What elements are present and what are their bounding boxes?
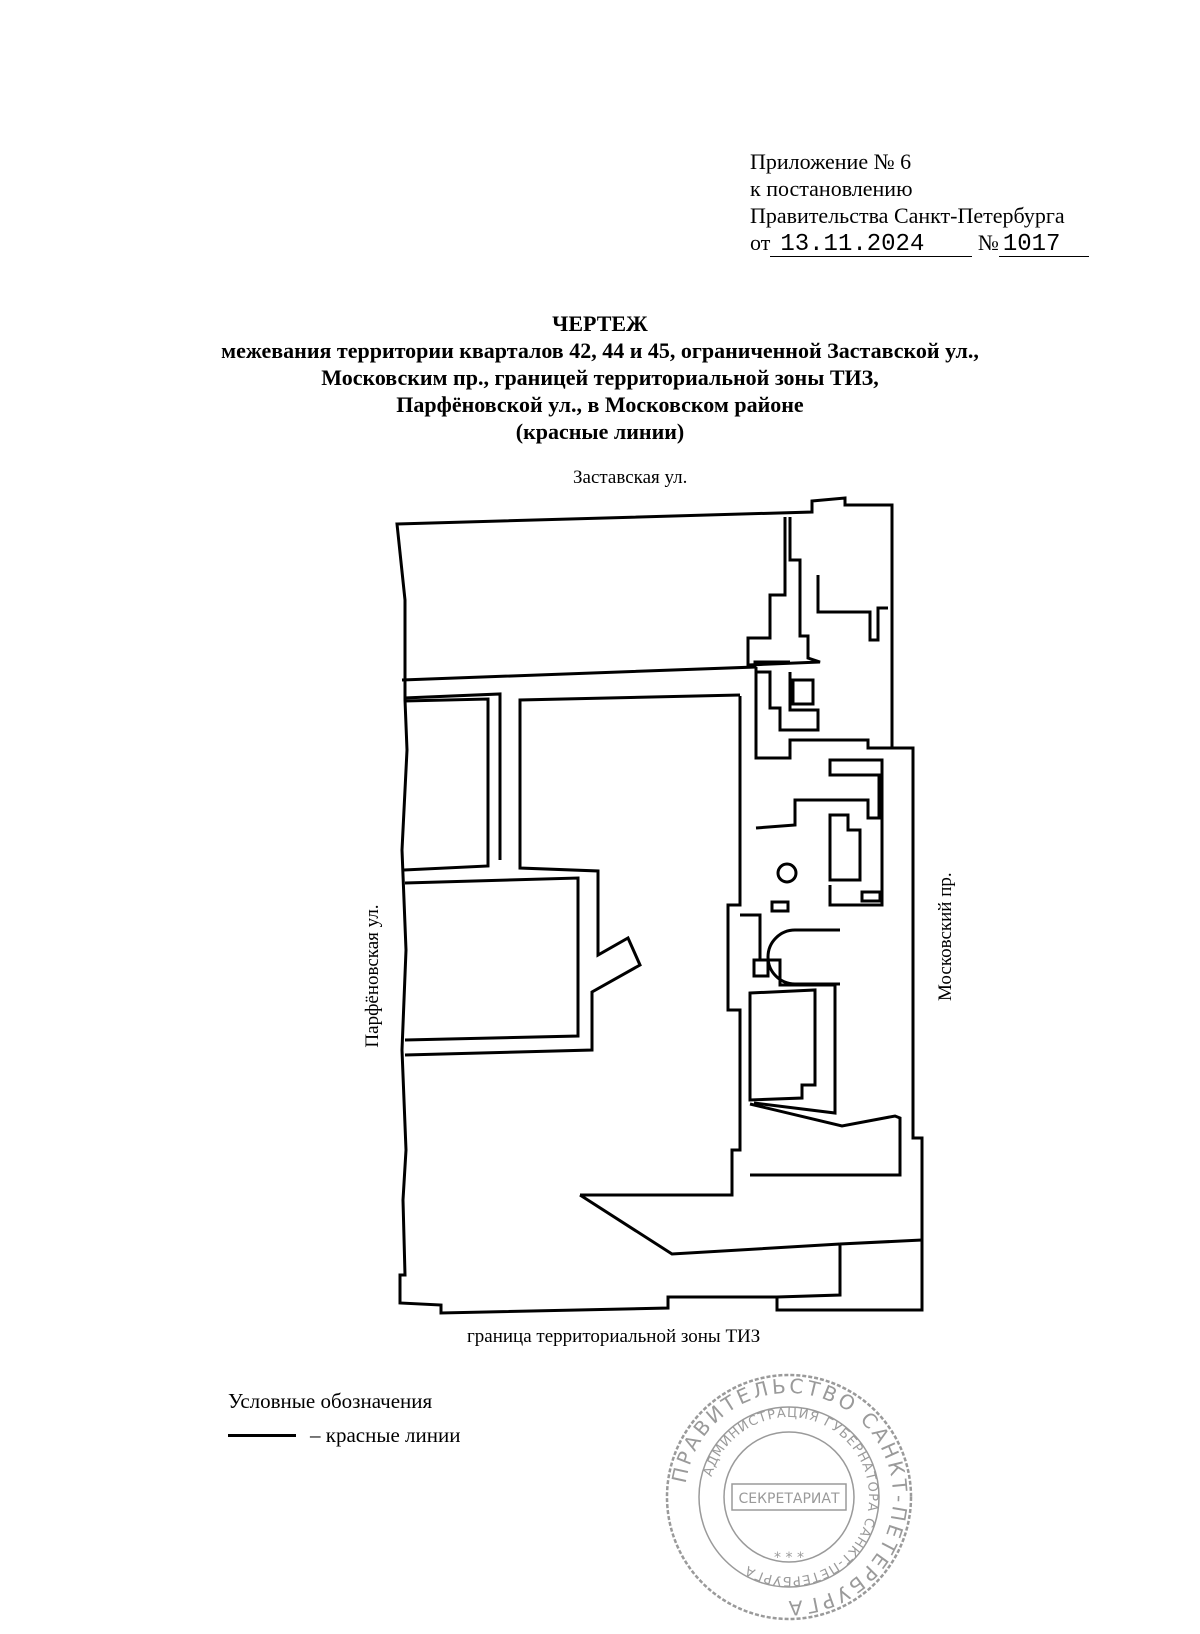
small-rect-1	[770, 900, 790, 913]
seal-stamp: ПРАВИТЕЛЬСТВО САНКТ-ПЕТЕРБУРГА АДМИНИСТР…	[665, 1374, 913, 1620]
middle-right-block	[755, 758, 884, 907]
block-divider-top-lower	[403, 692, 502, 860]
title-line-2: межевания территории кварталов 42, 44 и …	[221, 338, 979, 363]
resolution-number: 1017	[998, 233, 1089, 257]
left-block-b	[404, 876, 580, 1042]
resolution-date: 13.11.2024	[770, 233, 973, 257]
legend-row-red-lines: – красные линии	[228, 1418, 460, 1452]
appendix-number: Приложение № 6	[750, 149, 912, 174]
stamp-stars: * * *	[774, 1550, 804, 1566]
round-feature	[776, 862, 798, 884]
block-divider-top	[401, 660, 790, 682]
from-label: от	[750, 230, 771, 255]
left-block-a	[403, 697, 490, 872]
appendix-government: Правительства Санкт-Петербурга	[750, 203, 1065, 228]
lower-right-band	[749, 1102, 902, 1177]
corridor-upper	[754, 667, 900, 760]
legend: Условные обозначения – красные линии	[228, 1384, 460, 1452]
top-right-inner	[816, 575, 888, 642]
number-label: №	[977, 230, 999, 255]
appendix-header: Приложение № 6 к постановлению Правитель…	[750, 148, 1089, 257]
arc-drive	[766, 928, 840, 986]
middle-right-inner	[828, 813, 862, 882]
lower-right-lot	[776, 1238, 923, 1299]
corridor-west	[580, 696, 742, 1197]
legend-line-swatch	[228, 1433, 296, 1437]
legend-title: Условные обозначения	[228, 1389, 433, 1413]
title-line-3: Московским пр., границей территориальной…	[321, 365, 879, 390]
small-rect-2	[860, 890, 882, 903]
top-right-block	[746, 517, 821, 667]
middle-right-lower	[740, 913, 837, 1115]
legend-red-lines-label: – красные линии	[310, 1423, 461, 1447]
appendix-to-resolution: к постановлению	[750, 176, 913, 201]
document-title: ЧЕРТЕЖ межевания территории кварталов 42…	[0, 310, 1200, 445]
title-line-1: ЧЕРТЕЖ	[552, 311, 648, 336]
small-square-1	[791, 678, 815, 706]
left-block-c	[404, 693, 741, 1057]
street-label-top: Заставская ул.	[573, 467, 688, 488]
top-right-lower	[755, 670, 820, 732]
stamp-center-text: СЕКРЕТАРИАТ	[738, 1491, 839, 1507]
inner-building	[748, 988, 817, 1102]
boundary-label-bottom: граница территориальной зоны ТИЗ	[467, 1326, 761, 1347]
diagonal-parcel	[579, 1193, 841, 1256]
outer-boundary	[395, 496, 924, 1315]
small-rect-3	[752, 958, 770, 978]
title-line-5: (красные линии)	[515, 419, 685, 444]
title-line-4: Парфёновской ул., в Московском районе	[396, 392, 804, 417]
